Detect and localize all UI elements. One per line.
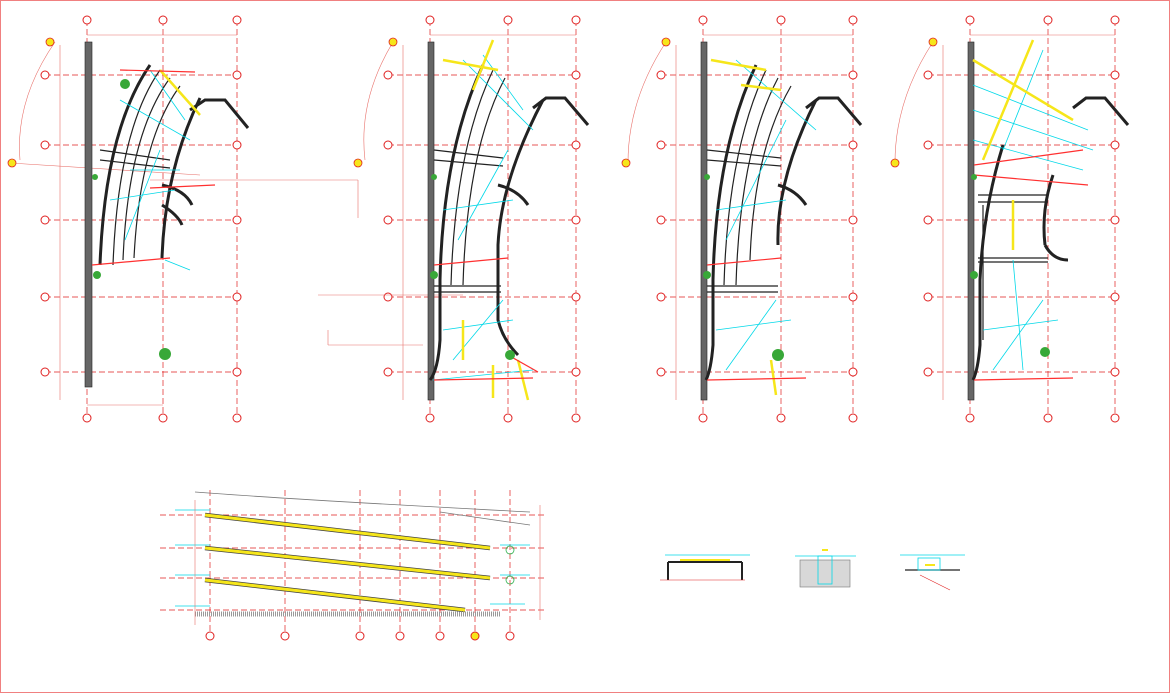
detail-1	[660, 554, 750, 581]
cyan-annotations	[109, 69, 191, 271]
grid-axes	[45, 20, 240, 420]
dimension-lines	[9, 34, 359, 406]
section-markers	[7, 37, 55, 168]
yellow-section	[159, 69, 201, 116]
ramp-plan-3	[621, 15, 863, 423]
ramp-walls	[98, 64, 250, 266]
ramp-plan-4	[890, 15, 1130, 423]
column-markers	[92, 79, 171, 360]
ramp-plan-1	[7, 15, 359, 423]
ramp-section	[160, 490, 545, 641]
detail-2	[795, 549, 856, 588]
detail-3	[900, 554, 965, 591]
retaining-wall	[84, 41, 93, 388]
grid-bubbles	[40, 15, 242, 423]
ramp-plan-2	[318, 15, 590, 423]
red-break-lines	[91, 69, 216, 266]
